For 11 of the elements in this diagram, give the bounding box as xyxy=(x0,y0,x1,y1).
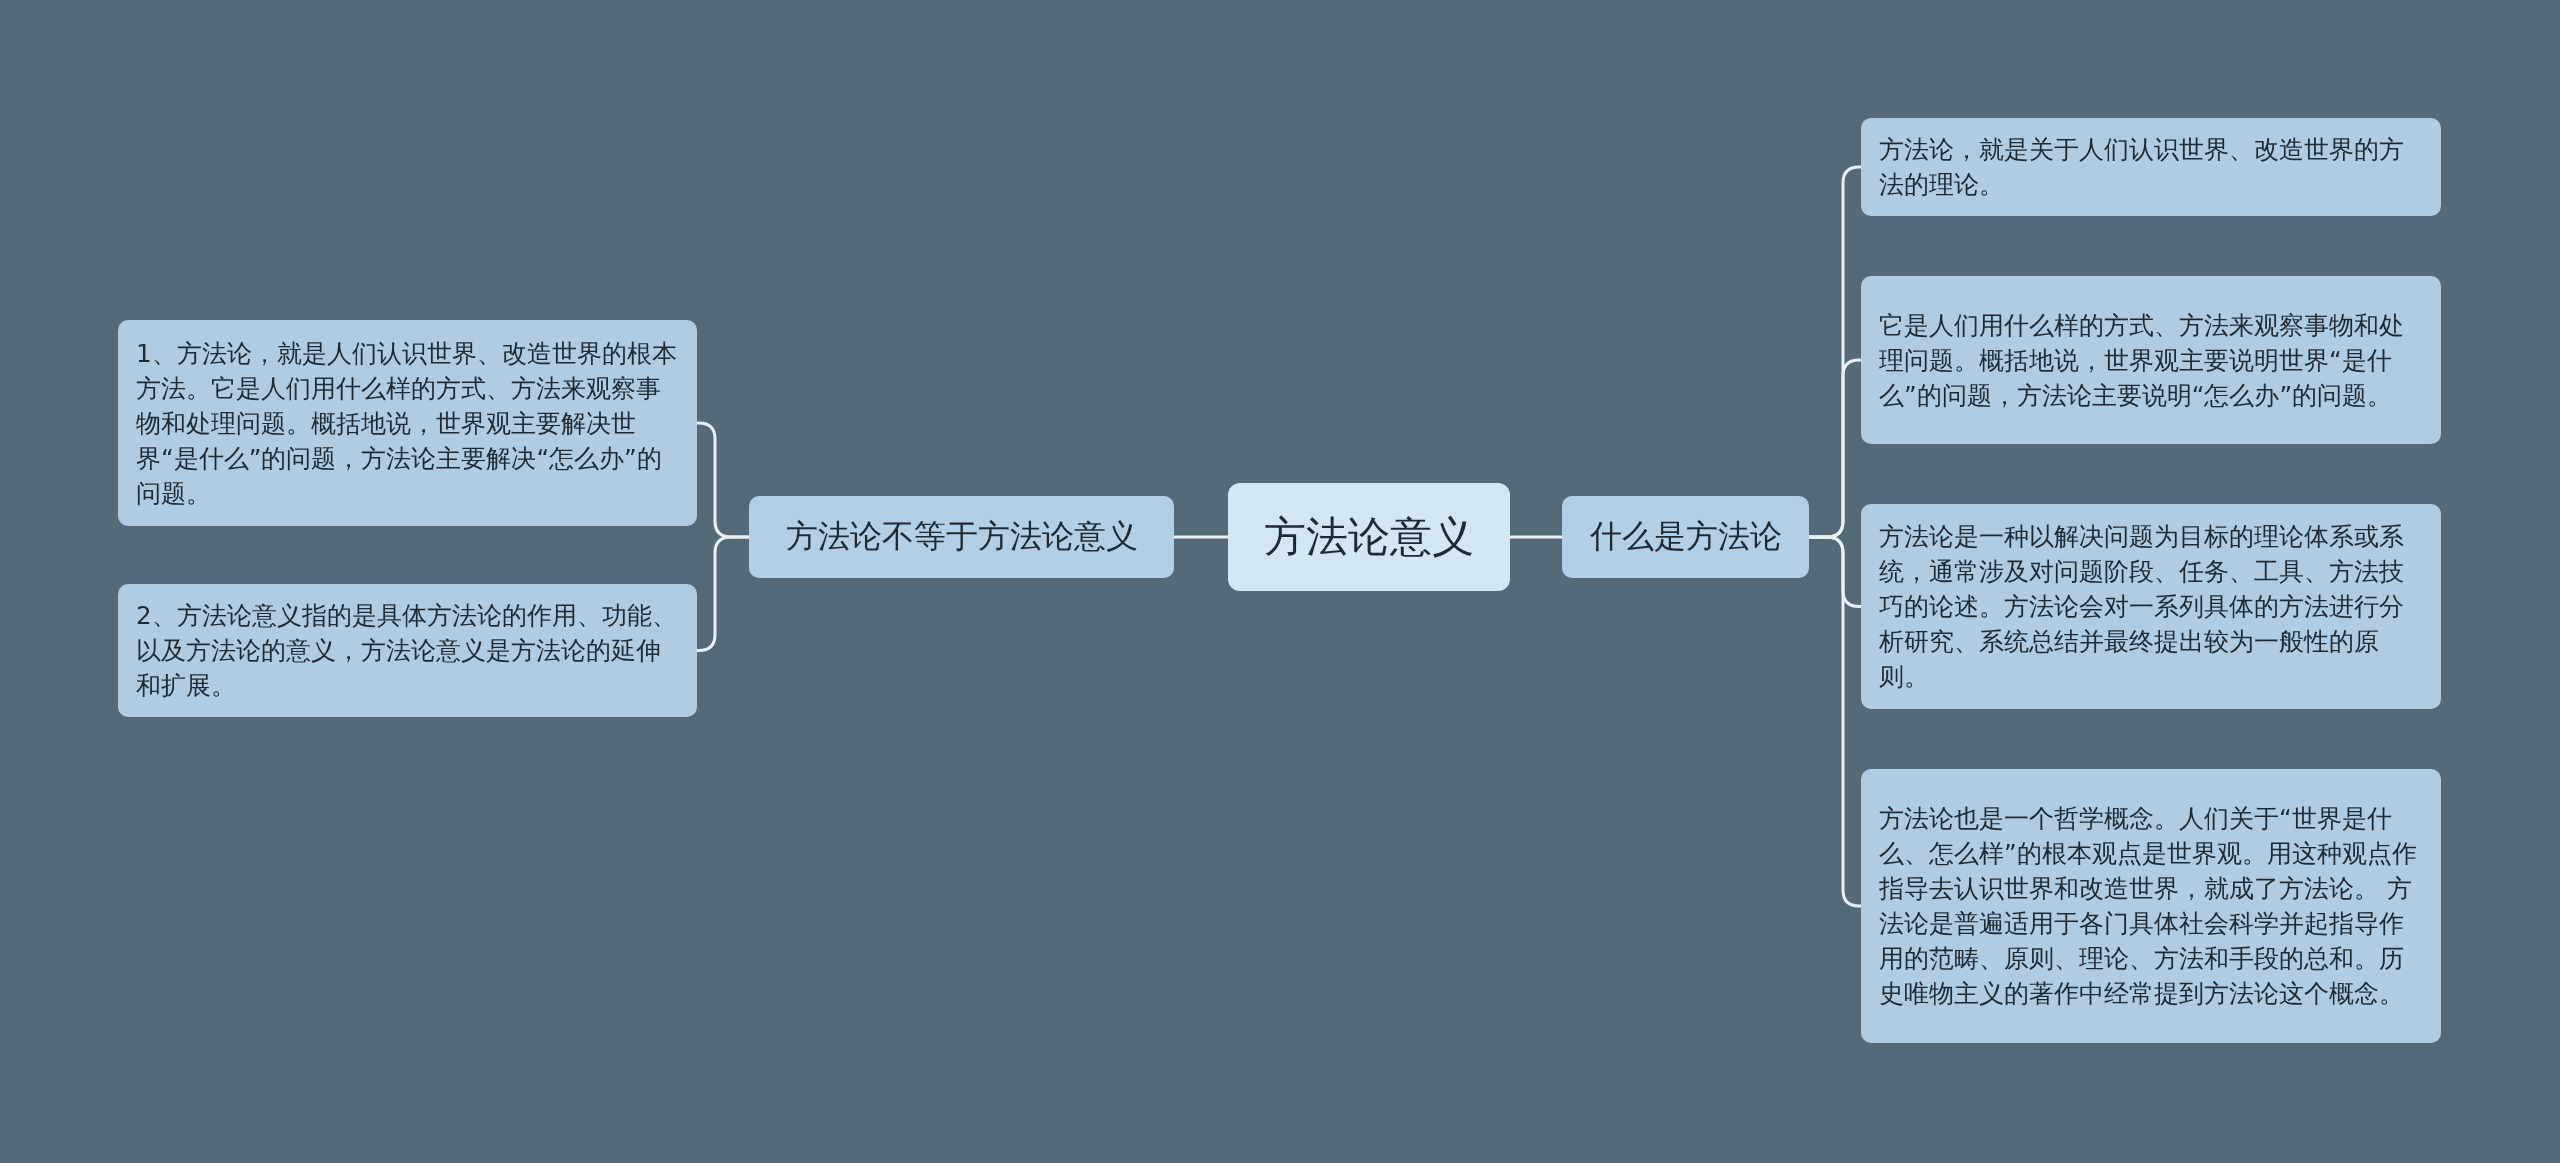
connector-line xyxy=(1174,535,1228,539)
topic-box: 什么是方法论 xyxy=(1562,496,1809,578)
central-topic-box: 方法论意义 xyxy=(1228,483,1510,591)
note-box: 方法论，就是关于人们认识世界、改造世界的方法的理论。 xyxy=(1861,118,2441,216)
connector-line xyxy=(1510,535,1562,539)
note-box: 1、方法论，就是人们认识世界、改造世界的根本方法。它是人们用什么样的方式、方法来观察事物和处理问题。概括地说，世界观主要解决世界“是什么”的问题，方法论主要解决“怎么办”的问题。 xyxy=(118,320,697,526)
note-box: 方法论是一种以解决问题为目标的理论体系或系统，通常涉及对问题阶段、任务、工具、方法技巧的论述。方法论会对一系列具体的方法进行分析研究、系统总结并最终提出较为一般性的原则。 xyxy=(1861,504,2441,709)
note-box: 方法论也是一个哲学概念。人们关于“世界是什么、怎么样”的根本观点是世界观。用这种观点作指导去认识世界和改造世界，就成了方法论。 方法论是普遍适用于各门具体社会科学并起指导作用的范畴、原则、理论、方法和手段的总和。历史唯物主义的著作中经常提到方法论这个概念。 xyxy=(1861,769,2441,1043)
topic-box: 方法论不等于方法论意义 xyxy=(749,496,1174,578)
note-box: 它是人们用什么样的方式、方法来观察事物和处理问题。概括地说，世界观主要说明世界“是什么”的问题，方法论主要说明“怎么办”的问题。 xyxy=(1861,276,2441,444)
note-box: 2、方法论意义指的是具体方法论的作用、功能、以及方法论的意义，方法论意义是方法论的延伸和扩展。 xyxy=(118,584,697,717)
